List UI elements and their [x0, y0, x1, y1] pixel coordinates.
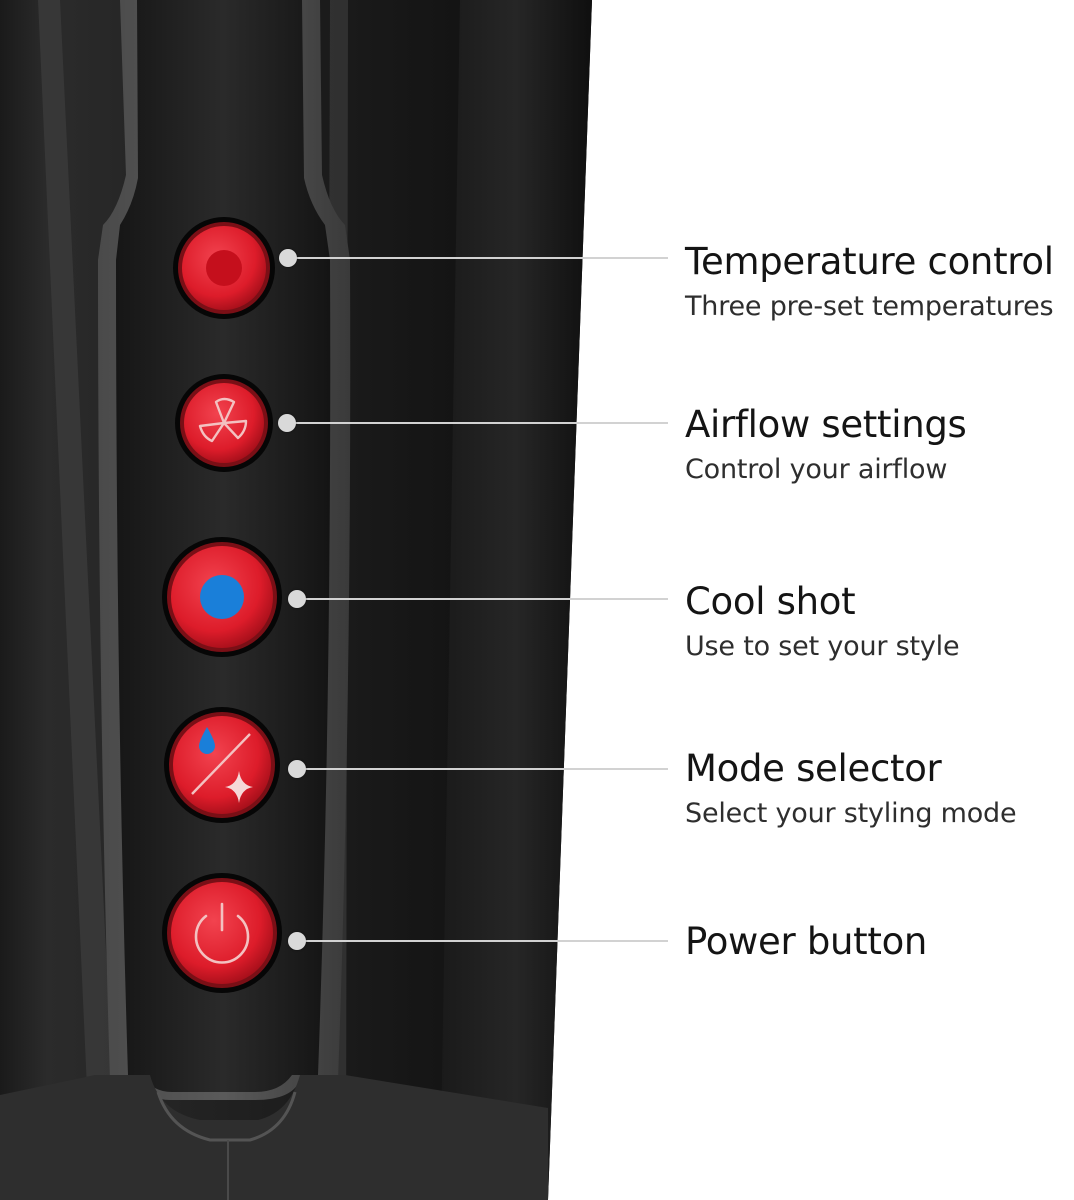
leader-line-cool-shot: [298, 598, 668, 600]
leader-dot-airflow: [278, 414, 296, 432]
leader-dot-mode: [288, 760, 306, 778]
mode-selector-button[interactable]: [164, 707, 280, 823]
drop-sparkle-icon: [191, 727, 253, 803]
callout-title: Cool shot: [685, 580, 856, 623]
temperature-dot-icon: [206, 250, 242, 286]
airflow-settings-button[interactable]: [175, 374, 273, 472]
handle-right-panel: [440, 0, 592, 1200]
fan-icon: [198, 397, 248, 443]
leader-line-power: [298, 940, 668, 942]
callout-power: Power button: [685, 920, 927, 964]
callout-airflow: Airflow settings Control your airflow: [685, 403, 967, 487]
power-icon: [194, 902, 250, 964]
callout-title: Power button: [685, 920, 928, 963]
leader-dot-cool-shot: [288, 590, 306, 608]
leader-dot-temperature: [279, 249, 297, 267]
base-collar-inner: [156, 1091, 297, 1142]
callout-subtitle: Three pre-set temperatures: [685, 291, 1054, 322]
callout-cool-shot: Cool shot Use to set your style: [685, 580, 960, 664]
callout-title: Airflow settings: [685, 403, 967, 446]
leader-line-airflow: [288, 422, 668, 424]
callout-title: Temperature control: [685, 240, 1054, 283]
cool-shot-button[interactable]: [162, 537, 282, 657]
callout-subtitle: Use to set your style: [685, 631, 960, 662]
handle-left-rail: [38, 0, 118, 1200]
power-button[interactable]: [162, 873, 282, 993]
base-collar: [0, 1075, 548, 1200]
cool-dot-icon: [200, 575, 244, 619]
callout-mode: Mode selector Select your styling mode: [685, 747, 1017, 831]
leader-line-temperature: [288, 257, 668, 259]
callout-temperature: Temperature control Three pre-set temper…: [685, 240, 1054, 324]
callout-subtitle: Select your styling mode: [685, 798, 1017, 829]
temperature-control-button[interactable]: [173, 217, 275, 319]
leader-dot-power: [288, 932, 306, 950]
leader-line-mode: [298, 768, 668, 770]
callout-subtitle: Control your airflow: [685, 454, 948, 485]
callout-title: Mode selector: [685, 747, 942, 790]
